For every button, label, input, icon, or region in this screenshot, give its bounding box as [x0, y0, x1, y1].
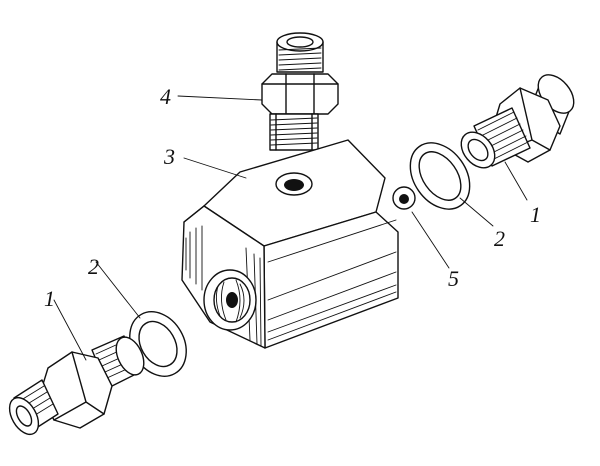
label-top-fitting: 4 [160, 84, 171, 109]
fitting-right [460, 74, 575, 169]
label-tee-body: 3 [163, 144, 175, 169]
top-fitting [261, 32, 339, 151]
washer-right [409, 142, 471, 210]
label-washer-left: 2 [88, 254, 99, 279]
label-washer-right: 2 [494, 226, 505, 251]
label-fitting-right: 1 [530, 202, 541, 227]
leader-lines [53, 95, 528, 361]
tee-body [181, 139, 399, 349]
ball [392, 186, 416, 210]
label-fitting-left: 1 [44, 286, 55, 311]
label-ball: 5 [448, 266, 459, 291]
fitting-left [8, 335, 145, 436]
